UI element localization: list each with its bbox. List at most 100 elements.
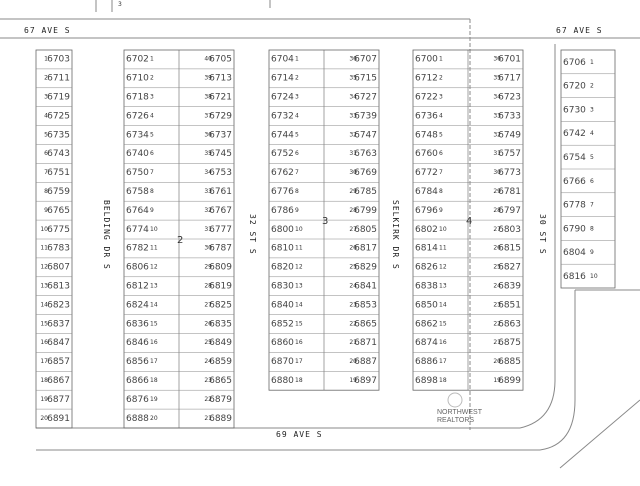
lot-address: 6803	[498, 225, 521, 235]
lot-address: 6887	[354, 357, 377, 367]
lot-number: 35	[349, 75, 357, 82]
lot-address: 6753	[209, 168, 232, 178]
lot-number: 6	[150, 150, 154, 157]
logo-line2: REALTORS	[437, 417, 474, 424]
lot-number: 31	[349, 150, 357, 157]
lot-number: 22	[204, 396, 212, 403]
lot-address: 6751	[47, 168, 70, 178]
lot-address: 6800	[271, 225, 294, 235]
lot-number: 7	[439, 169, 443, 176]
street-label-belding: BELDING DR S	[102, 200, 111, 270]
lot-number: 3	[44, 94, 48, 101]
lot-address: 6760	[415, 149, 438, 159]
lot-number: 27	[349, 226, 357, 233]
lot-address: 6857	[47, 357, 70, 367]
lot-number: 14	[439, 301, 447, 308]
lot-number: 16	[40, 339, 48, 346]
lot-address: 6778	[563, 201, 586, 211]
lot-address: 6815	[498, 244, 521, 254]
lot-address: 6773	[498, 168, 521, 178]
lot-address: 6823	[47, 300, 70, 310]
lot-number: 39	[204, 75, 212, 82]
lot-address: 6763	[354, 149, 377, 159]
lot-address: 6754	[563, 153, 586, 163]
lot-address: 6721	[209, 93, 232, 103]
lot-address: 6736	[415, 111, 438, 121]
lot-number: 9	[44, 207, 48, 214]
lot-address: 6712	[415, 74, 438, 84]
lot-address: 6870	[271, 357, 294, 367]
lot-address: 6856	[126, 357, 149, 367]
lot-address: 6705	[209, 55, 232, 65]
lot-number: 29	[204, 264, 212, 271]
lot-address: 6764	[126, 206, 149, 216]
street-label-32-st: 32 ST S	[248, 214, 257, 255]
lot-address: 6812	[126, 282, 149, 292]
lot-address: 6853	[354, 300, 377, 310]
lot-number: 13	[295, 283, 303, 290]
lot-number: 17	[40, 358, 48, 365]
lot-number: 16	[295, 339, 303, 346]
lot-number: 31	[493, 150, 501, 157]
lot-address: 6711	[47, 74, 70, 84]
lot-address: 6743	[47, 149, 70, 159]
lot-number: 4	[439, 112, 443, 119]
lot-address: 6702	[126, 55, 149, 65]
lot-address: 6879	[209, 395, 232, 405]
street-label-30-st: 30 ST S	[538, 214, 547, 255]
lot-number: 10	[590, 273, 598, 280]
lot-address: 6813	[47, 282, 70, 292]
lot-address: 6718	[126, 93, 149, 103]
lot-number: 32	[204, 207, 212, 214]
lot-address: 6723	[498, 93, 521, 103]
lot-number: 5	[295, 131, 299, 138]
lot-number: 32	[493, 131, 501, 138]
lot-address: 6704	[271, 55, 294, 65]
lot-number: 12	[439, 264, 447, 271]
lot-number: 30	[204, 245, 212, 252]
lot-number: 36	[204, 131, 212, 138]
lot-address: 6775	[47, 225, 70, 235]
lot-number: 36	[349, 56, 357, 63]
lot-address: 6765	[47, 206, 70, 216]
lot-number: 4	[44, 112, 48, 119]
lot-address: 6700	[415, 55, 438, 65]
lot-address: 6790	[563, 224, 586, 234]
lot-address: 6796	[415, 206, 438, 216]
lot-address: 6827	[498, 263, 521, 273]
lot-address: 6715	[354, 74, 377, 84]
lot-address: 6767	[209, 206, 232, 216]
lot-number: 33	[493, 112, 501, 119]
lot-number: 13	[439, 283, 447, 290]
lot-number: 26	[349, 245, 357, 252]
lot-number: 24	[349, 283, 357, 290]
block-label: 2	[177, 235, 183, 246]
lot-address: 6805	[354, 225, 377, 235]
lot-number: 20	[349, 358, 357, 365]
lot-address: 6877	[47, 395, 70, 405]
lot-address: 6852	[271, 319, 294, 329]
lot-number: 5	[150, 131, 154, 138]
lot-address: 6777	[209, 225, 232, 235]
lot-address: 6876	[126, 395, 149, 405]
lot-address: 6786	[271, 206, 294, 216]
lot-address: 6804	[563, 248, 586, 258]
lot-address: 6875	[498, 338, 521, 348]
lot-number: 20	[40, 415, 48, 422]
lot-number: 28	[204, 283, 212, 290]
lot-number: 12	[150, 264, 158, 271]
lot-number: 23	[493, 301, 501, 308]
lot-number: 14	[40, 301, 48, 308]
lot-number: 14	[150, 301, 158, 308]
lot-address: 6797	[498, 206, 521, 216]
lot-number: 16	[150, 339, 158, 346]
lot-number: 2	[44, 75, 48, 82]
block-label: 3	[322, 216, 328, 227]
lot-address: 6819	[209, 282, 232, 292]
lot-address: 6776	[271, 187, 294, 197]
lot-number: 23	[204, 377, 212, 384]
lot-number: 27	[493, 226, 501, 233]
lot-number: 1	[439, 56, 443, 63]
lot-address: 6750	[126, 168, 149, 178]
